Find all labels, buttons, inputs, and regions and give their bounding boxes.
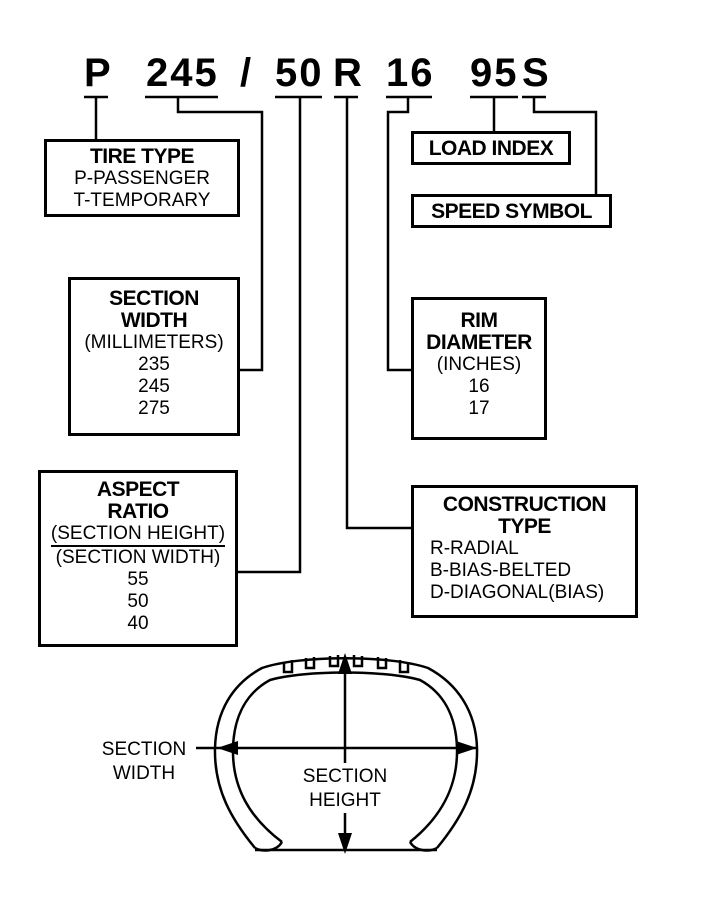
section-width-value: 245 <box>138 376 170 397</box>
aspect-ratio-title: ASPECT <box>96 478 180 501</box>
tire-section-width-label-line: WIDTH <box>112 763 176 784</box>
section-width-unit: (MILLIMETERS) <box>84 332 224 353</box>
rim-diameter-value: 17 <box>468 398 490 419</box>
construction-type-line: R-RADIAL <box>430 538 519 559</box>
section-width-value: 235 <box>138 354 170 375</box>
aspect-ratio-value: 55 <box>127 569 149 590</box>
tire-section-height-label: SECTION HEIGHT <box>290 765 400 813</box>
rim-diameter-box: RIM DIAMETER (INCHES) 16 17 <box>411 297 547 440</box>
speed-symbol-title: SPEED SYMBOL <box>431 200 592 223</box>
code-rim-diameter: 16 <box>386 51 435 95</box>
aspect-ratio-value: 50 <box>127 591 149 612</box>
construction-type-line: D-DIAGONAL(BIAS) <box>430 582 605 603</box>
speed-symbol-box: SPEED SYMBOL <box>411 194 612 228</box>
code-tire-type: P <box>84 51 113 95</box>
construction-type-line: B-BIAS-BELTED <box>430 560 572 581</box>
tire-type-line: P-PASSENGER <box>74 168 210 189</box>
code-load-index: 95 <box>470 51 519 95</box>
code-section-width: 245 <box>146 51 219 95</box>
construction-type-title: TYPE <box>498 515 551 538</box>
code-aspect-ratio: 50 <box>275 51 324 95</box>
tire-type-title: TIRE TYPE <box>89 145 195 168</box>
rim-diameter-title: RIM <box>460 309 499 332</box>
tire-section-width-label-line: SECTION <box>101 739 187 760</box>
aspect-ratio-value: 40 <box>127 613 149 634</box>
section-width-value: 275 <box>138 398 170 419</box>
construction-type-box: CONSTRUCTION TYPE R-RADIAL B-BIAS-BELTED… <box>411 485 638 618</box>
code-construction: R <box>333 51 364 95</box>
code-speed-symbol: S <box>522 51 551 95</box>
aspect-ratio-title: RATIO <box>107 500 169 523</box>
rim-diameter-unit: (INCHES) <box>436 354 522 375</box>
construction-type-title: CONSTRUCTION <box>442 493 607 516</box>
rim-diameter-value: 16 <box>468 376 490 397</box>
aspect-ratio-numerator: (SECTION HEIGHT) <box>50 523 226 547</box>
section-width-box: SECTION WIDTH (MILLIMETERS) 235 245 275 <box>68 277 240 436</box>
load-index-title: LOAD INDEX <box>428 137 554 160</box>
section-width-title: WIDTH <box>120 309 188 332</box>
aspect-ratio-box: ASPECT RATIO (SECTION HEIGHT) (SECTION W… <box>38 470 238 647</box>
tire-type-line: T-TEMPORARY <box>73 190 211 211</box>
load-index-box: LOAD INDEX <box>411 131 571 165</box>
tire-section-height-label-line: HEIGHT <box>309 790 381 811</box>
section-width-title: SECTION <box>109 287 199 310</box>
tire-section-height-label-line: SECTION <box>302 766 388 787</box>
tire-type-box: TIRE TYPE P-PASSENGER T-TEMPORARY <box>44 139 240 217</box>
aspect-ratio-denominator: (SECTION WIDTH) <box>55 547 221 568</box>
rim-diameter-title: DIAMETER <box>426 331 532 354</box>
code-slash: / <box>240 51 254 95</box>
tire-section-width-label: SECTION WIDTH <box>92 738 196 786</box>
